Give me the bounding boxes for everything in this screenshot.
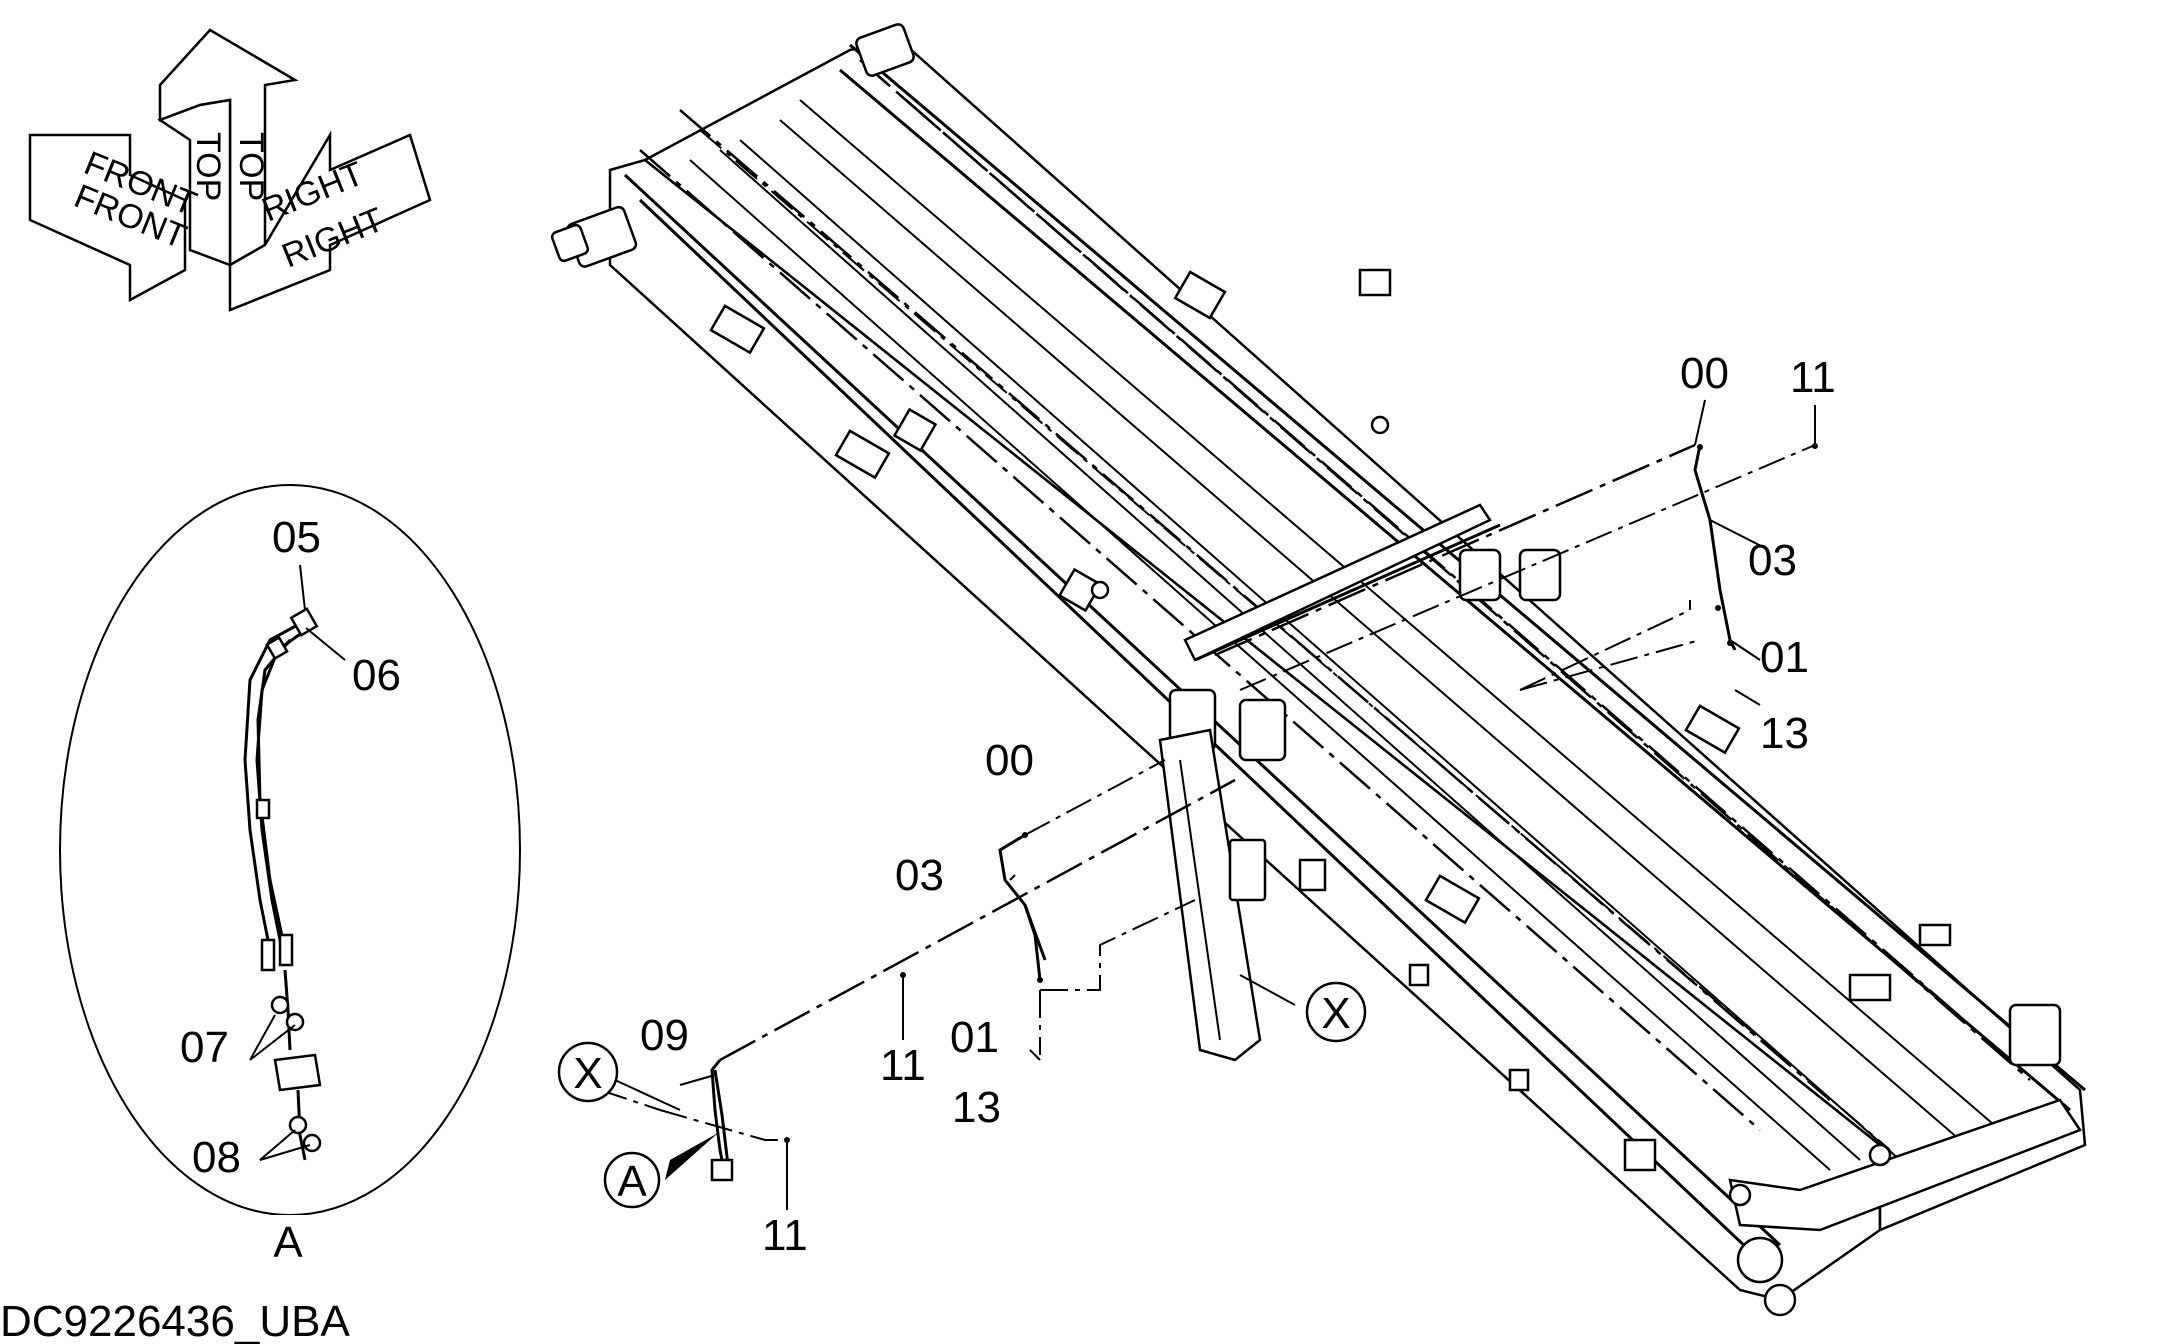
a-marker: A	[603, 1151, 661, 1209]
leader-05	[299, 564, 306, 611]
detail-callout-07: 07	[180, 1023, 229, 1072]
top-label-1: TOP	[189, 132, 227, 201]
callout-01-lower: 01	[950, 1013, 999, 1062]
callout-00-upper: 00	[1680, 349, 1729, 398]
callout-00-lower: 00	[985, 736, 1034, 785]
callout-11-lower: 11	[880, 1041, 926, 1090]
lower-sensor-cable	[599, 759, 1296, 1210]
callout-11-upper: 11	[1790, 353, 1836, 402]
detail-callout-06: 06	[352, 651, 401, 700]
detail-view-a: 05 06 07 08 A	[59, 484, 521, 1267]
conveyor-assembly	[550, 23, 2087, 1317]
callout-03-lower: 03	[895, 851, 944, 900]
upper-sensor-cable	[1214, 399, 1818, 706]
x-marker-2-label: X	[1321, 989, 1350, 1038]
callouts-lower: 00 03 11 01 13 09 11	[640, 736, 1034, 1260]
detail-callout-08: 08	[192, 1133, 241, 1182]
callout-11-bottom: 11	[762, 1211, 808, 1260]
callout-13-upper: 13	[1760, 709, 1809, 758]
top-label-2: TOP	[232, 132, 270, 201]
x-marker-1-label: X	[573, 1049, 602, 1098]
callouts-upper: 00 11 03 01 13	[1680, 349, 1836, 758]
callout-13-lower: 13	[952, 1083, 1001, 1132]
document-id: DC9226436_UBA	[0, 1297, 350, 1344]
detail-view-label: A	[273, 1218, 303, 1267]
orientation-arrows-icon: FRONT FRONT TOP TOP RIGHT RIGHT	[28, 28, 432, 312]
detail-callout-05: 05	[272, 513, 321, 562]
x-marker-1: X	[557, 1041, 619, 1103]
callout-01-upper: 01	[1760, 633, 1809, 682]
detail-ellipse	[59, 484, 521, 1216]
a-marker-label: A	[617, 1157, 647, 1206]
callout-03-upper: 03	[1748, 536, 1797, 585]
x-marker-2: X	[1305, 981, 1367, 1043]
callout-09: 09	[640, 1011, 689, 1060]
